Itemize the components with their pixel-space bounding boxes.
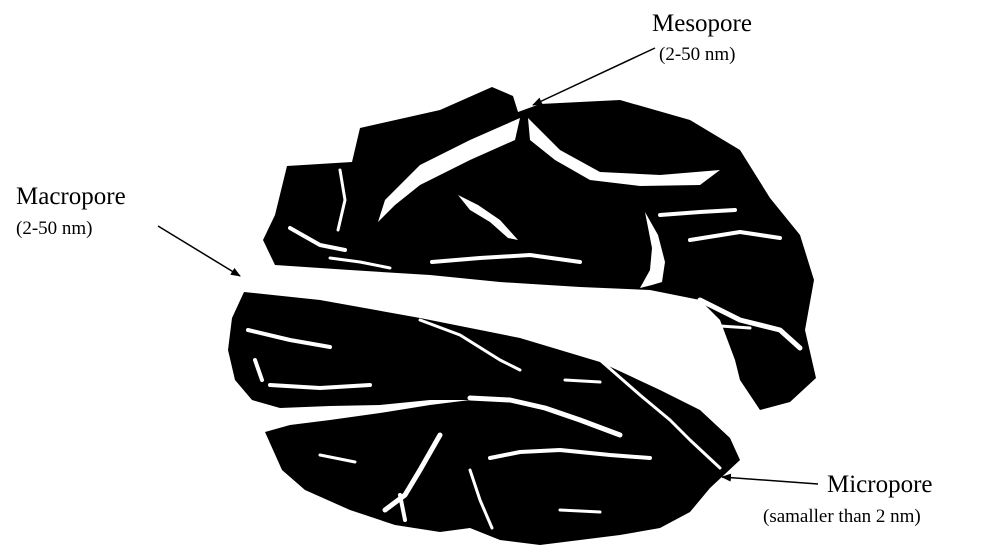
- mesopore-arrow: [533, 48, 655, 105]
- mesopore-range-label: (2-50 nm): [659, 44, 736, 66]
- micropore-crack: [560, 510, 600, 512]
- macropore-label: Macropore: [16, 183, 126, 211]
- macropore-range-label: (2-50 nm): [16, 218, 93, 240]
- micropore-label: Micropore: [827, 471, 933, 499]
- mesopore-label: Mesopore: [652, 10, 752, 38]
- micropore-crack: [565, 380, 600, 382]
- micropore-range-label: (samaller than 2 nm): [763, 506, 921, 528]
- micropore-arrow: [722, 477, 818, 484]
- macropore-arrow: [158, 226, 240, 276]
